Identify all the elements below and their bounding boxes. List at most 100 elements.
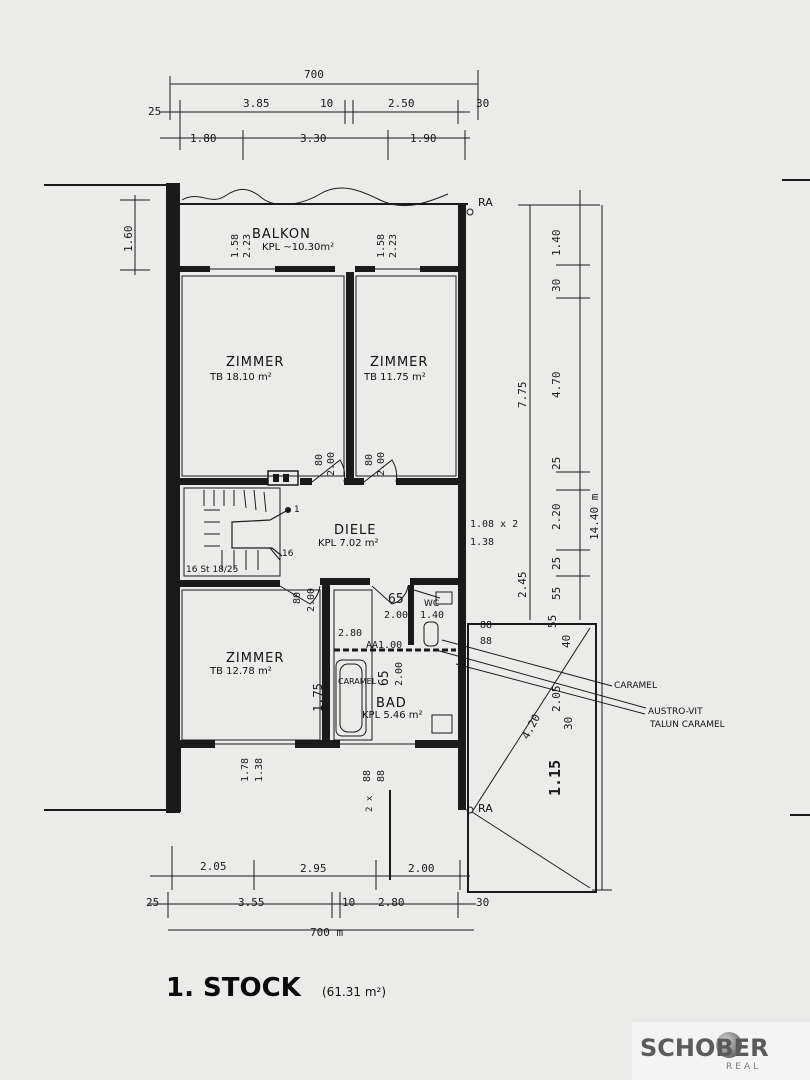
bad-a: AA1.00 <box>366 640 402 651</box>
dim-bot-r1-2: 2.00 <box>408 862 435 875</box>
dim-top-r2-0: 25 <box>148 105 161 118</box>
bottom-dimensions: 2.05 2.95 2.00 25 3.55 10 2.80 30 700 m <box>146 846 489 939</box>
bath-fixtures <box>334 591 456 737</box>
stair-start: 1 <box>294 505 300 515</box>
door-c2: 2.00 <box>306 588 317 612</box>
room-zimmer2-area: TB 11.75 m² <box>363 372 426 383</box>
wc-88a: 88 <box>480 620 492 631</box>
door-b2: 2.00 <box>376 452 387 476</box>
bot-88a: 88 <box>362 770 373 782</box>
dim-top-r3-1: 3.30 <box>300 132 327 145</box>
dim-right-25b: 25 <box>550 557 563 570</box>
dim-right-220: 2.20 <box>550 504 563 531</box>
legend-austro2: TALUN CARAMEL <box>649 720 725 730</box>
door-c1: 80 <box>292 592 303 604</box>
dim-bot-r1-1: 2.95 <box>300 862 327 875</box>
room-zimmer3-area: TB 12.78 m² <box>209 666 272 677</box>
plan-title: 1. STOCK <box>166 973 302 1003</box>
dim-bot-r2-0: 25 <box>146 896 159 909</box>
legend: CARAMEL AUSTRO-VIT TALUN CARAMEL <box>435 639 725 730</box>
wc-200: 2.00 <box>384 610 408 621</box>
dim-top-overall: 700 <box>304 68 324 81</box>
door-b1: 80 <box>364 454 375 466</box>
dim-left-160: 1.60 <box>122 226 135 253</box>
diele-dim2: 1.38 <box>470 537 494 548</box>
dim-right-775: 7.75 <box>516 382 529 409</box>
room-diele-name: DIELE <box>334 523 377 538</box>
logo-word: SCHOBER <box>640 1034 769 1062</box>
balkon-l2: 2.23 <box>242 234 253 258</box>
bot-138: 1.38 <box>254 758 265 782</box>
stair-text: 16 St 18/25 <box>186 565 238 575</box>
wc-65: 65 <box>388 592 404 607</box>
legend-caramel: CARAMEL <box>614 681 657 691</box>
walls <box>166 183 468 880</box>
dim-bot-r2-4: 30 <box>476 896 489 909</box>
top-dimensions: 700 25 3.85 10 2.50 30 1.80 3.30 1.90 <box>148 68 489 160</box>
bad-175: 1.75 <box>311 683 325 712</box>
bad-200: 2.00 <box>394 662 405 686</box>
room-bad-name: BAD <box>376 696 407 711</box>
dim-right-245: 2.45 <box>516 572 529 599</box>
stair-end: 16 <box>282 549 294 559</box>
room-labels: BALKON KPL ~10.30m² ZIMMER TB 18.10 m² Z… <box>209 227 439 721</box>
dim-bot-r2-3: 2.80 <box>378 896 405 909</box>
dim-right-470: 4.70 <box>550 372 563 399</box>
dim-top-r2-1: 3.85 <box>243 97 270 110</box>
balkon-l1: 1.58 <box>230 234 241 258</box>
staircase: 1 16 16 St 18/25 <box>183 487 300 577</box>
company-logo: SCHOBER REAL <box>632 1022 810 1080</box>
dim-top-r3-0: 1.80 <box>190 132 217 145</box>
dim-right-30: 30 <box>550 279 563 292</box>
wc-88b: 88 <box>480 636 492 647</box>
logo-sub: REAL <box>726 1062 762 1072</box>
dim-top-r2-3: 2.50 <box>388 97 415 110</box>
dim-bot-r2-2: 10 <box>342 896 355 909</box>
ra-top: RA <box>478 196 493 209</box>
room-bad-area: KPL 5.46 m² <box>362 710 423 721</box>
bot-88b: 88 <box>376 770 387 782</box>
room-wc-name: WC <box>424 599 439 609</box>
dim-bot-r1-0: 2.05 <box>200 860 227 873</box>
room-zimmer3-name: ZIMMER <box>226 651 284 666</box>
diele-dim1: 1.08 x 2 <box>470 519 518 530</box>
dim-right-25a: 25 <box>550 457 563 470</box>
door-a2: 2.00 <box>326 452 337 476</box>
bad-280: 2.80 <box>338 628 362 639</box>
wc-140: 1.40 <box>420 610 444 621</box>
plan-title-group: 1. STOCK (61.31 m²) <box>166 973 386 1003</box>
shaft-420: 4.20 <box>519 712 543 742</box>
dim-top-r3-2: 1.90 <box>410 132 437 145</box>
left-neighbour: 1.60 <box>44 179 810 816</box>
door-a1: 80 <box>314 454 325 466</box>
shaft-55: 55 <box>546 615 559 628</box>
caramel-in: CARAMEL <box>338 677 377 686</box>
bot-178: 1.78 <box>240 758 251 782</box>
dim-bot-overall: 700 m <box>310 926 343 939</box>
room-balkon-name: BALKON <box>252 227 311 242</box>
room-zimmer1-name: ZIMMER <box>226 355 284 370</box>
shaft-30: 30 <box>562 717 575 730</box>
dim-top-r2-2: 10 <box>320 97 333 110</box>
globe-icon <box>716 1032 742 1058</box>
inner-dimensions: 1.58 2.23 1.58 2.23 80 2.00 80 2.00 1.08… <box>230 234 518 812</box>
ra-bottom: RA <box>478 802 493 815</box>
dim-right-140: 1.40 <box>550 230 563 257</box>
balkon-r1: 1.58 <box>376 234 387 258</box>
room-balkon-area: KPL ~10.30m² <box>262 242 334 253</box>
dim-right-overall: 14.40 m <box>588 493 601 540</box>
bot-2x: 2 x <box>365 795 375 812</box>
dim-top-r2-4: 30 <box>476 97 489 110</box>
room-zimmer2-name: ZIMMER <box>370 355 428 370</box>
room-diele-area: KPL 7.02 m² <box>318 538 379 549</box>
dim-right-55: 55 <box>550 587 563 600</box>
shaft-115: 1.15 <box>546 760 564 796</box>
shaft-205: 2.05 <box>550 686 563 713</box>
bad-65: 65 <box>377 670 392 686</box>
plan-subtitle: (61.31 m²) <box>322 985 386 999</box>
right-dimensions: 1.40 30 4.70 25 2.20 25 55 7.75 2.45 14.… <box>516 190 612 891</box>
legend-austro1: AUSTRO-VIT <box>648 707 703 717</box>
shaft-40: 40 <box>560 635 573 648</box>
room-zimmer1-area: TB 18.10 m² <box>209 372 272 383</box>
